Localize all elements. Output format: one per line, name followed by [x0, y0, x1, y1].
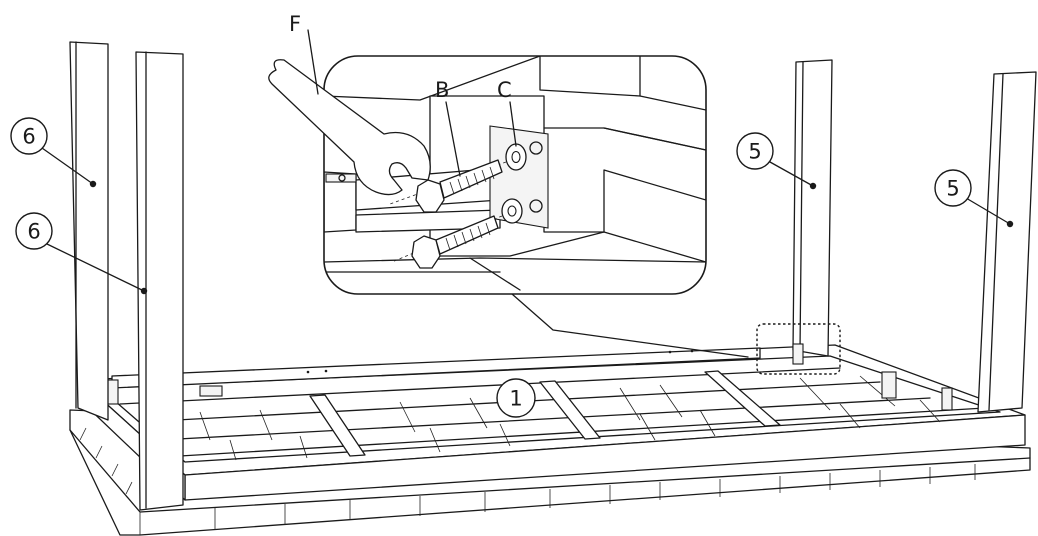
bolt-b-lower	[411, 215, 499, 269]
leg-left-back	[69, 41, 109, 421]
callout-6-back: 6	[10, 117, 94, 185]
label-f: F	[289, 12, 301, 36]
plank-seams	[79, 427, 976, 530]
callout-b: B	[435, 78, 461, 177]
label-5-back: 5	[748, 140, 761, 164]
label-6-back: 6	[22, 125, 35, 149]
wrench-f	[268, 59, 431, 196]
washer-c-upper	[505, 143, 527, 171]
label-b: B	[435, 78, 449, 102]
bolt-b-upper	[415, 159, 503, 213]
detail-highlight-box	[756, 323, 841, 375]
callout-f: F	[289, 12, 319, 95]
table-top	[69, 344, 1031, 536]
callout-5-front: 5	[934, 169, 1011, 225]
label-5-front: 5	[946, 177, 959, 201]
label-6-front: 6	[27, 220, 40, 244]
callout-5-back: 5	[736, 132, 814, 187]
leg-right-back	[792, 59, 833, 365]
callout-1: 1	[496, 378, 536, 418]
detail-pointer-line	[511, 293, 749, 358]
leg-left-front	[135, 51, 184, 511]
leg-right-front	[977, 71, 1037, 413]
washer-c-lower	[501, 198, 523, 224]
callout-6-front: 6	[15, 212, 145, 292]
label-1: 1	[509, 387, 522, 411]
callout-c: C	[497, 78, 517, 147]
label-c: C	[497, 78, 512, 102]
